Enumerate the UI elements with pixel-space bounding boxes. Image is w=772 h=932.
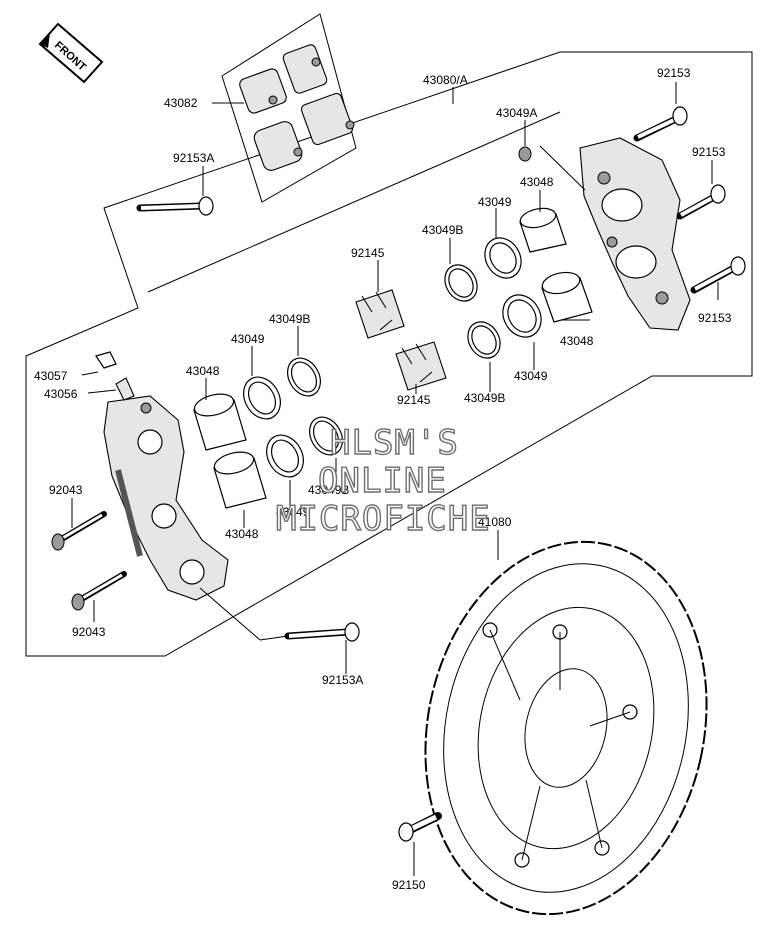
pin-92043-top	[51, 511, 107, 551]
part-labels: 43082 43080/A 92153 43049A 92153 92153A …	[34, 66, 732, 892]
label-92153-mid: 92153	[692, 145, 726, 159]
brake-pad-set	[221, 13, 357, 203]
label-43049B-upper: 43049B	[422, 223, 463, 237]
front-direction-badge: FRONT	[38, 22, 104, 84]
seal-43049-upper	[484, 237, 522, 279]
watermark: HLSM'S ONLINE MICROFICHE	[275, 422, 491, 539]
label-43048-right: 43048	[560, 334, 594, 348]
label-92153-top: 92153	[657, 66, 691, 80]
pad-spring-92145-upper	[355, 289, 405, 339]
piston-43048-upper	[519, 207, 567, 253]
label-43048-upper: 43048	[520, 175, 554, 189]
label-92145-upper: 92145	[351, 246, 385, 260]
label-43057: 43057	[34, 369, 68, 383]
label-92153A-bot: 92153A	[322, 673, 363, 687]
label-43080A: 43080/A	[423, 73, 468, 87]
seal-43049-mid	[266, 434, 304, 478]
label-92153A-top: 92153A	[173, 151, 214, 165]
label-43049-right: 43049	[514, 369, 548, 383]
label-43049B-left: 43049B	[269, 312, 310, 326]
label-92145-lower: 92145	[397, 393, 431, 407]
pad-spring-92145-lower	[395, 341, 447, 391]
bolt-92153A-bot	[284, 622, 360, 642]
seal-43049B-upper	[444, 264, 478, 302]
label-43056: 43056	[44, 387, 78, 401]
label-43049A: 43049A	[496, 106, 537, 120]
right-caliper-half	[579, 137, 691, 331]
seal-43049-right	[502, 294, 542, 338]
piston-43048-left	[193, 393, 247, 451]
seal-43049-left	[243, 376, 281, 420]
bolt-92153-mid	[676, 184, 726, 220]
bleeder-cap-43049A	[518, 146, 532, 162]
label-43049-mid: 43049	[276, 505, 310, 519]
label-92043-top: 92043	[49, 483, 83, 497]
label-92043-bot: 92043	[72, 625, 106, 639]
brake-disc-41080	[424, 540, 708, 916]
assembly-frame	[25, 51, 753, 657]
left-caliper-half	[103, 395, 229, 601]
label-92150: 92150	[392, 878, 426, 892]
label-43049B-mid: 43049B	[308, 483, 349, 497]
piston-43048-low	[213, 451, 267, 509]
label-92153-low: 92153	[698, 311, 732, 325]
frame-divider	[147, 111, 561, 293]
label-41080: 41080	[478, 515, 512, 529]
label-43049-left: 43049	[231, 332, 265, 346]
bolt-92153-low	[690, 256, 746, 294]
label-43049-upper: 43049	[478, 195, 512, 209]
pin-92043-bot	[71, 571, 127, 611]
label-43048-low: 43048	[225, 527, 259, 541]
bleeder-valve-43056	[115, 377, 135, 401]
seal-43049B-left	[287, 357, 321, 397]
label-43082: 43082	[164, 96, 198, 110]
label-43049B-right: 43049B	[464, 391, 505, 405]
watermark-line-2: ONLINE	[318, 461, 447, 501]
seal-43049B-mid	[309, 416, 343, 456]
watermark-line-1: HLSM'S	[330, 423, 459, 463]
label-43048-left: 43048	[186, 364, 220, 378]
bleeder-cap-43057	[95, 351, 117, 369]
watermark-line-3: MICROFICHE	[276, 499, 491, 539]
disc-bolt-92150	[398, 812, 442, 842]
bolt-92153A-top	[136, 196, 214, 216]
piston-43048-right	[541, 271, 593, 323]
seal-43049B-right	[467, 321, 501, 359]
leader-lines	[71, 82, 719, 876]
bolt-92153-top	[633, 106, 688, 142]
